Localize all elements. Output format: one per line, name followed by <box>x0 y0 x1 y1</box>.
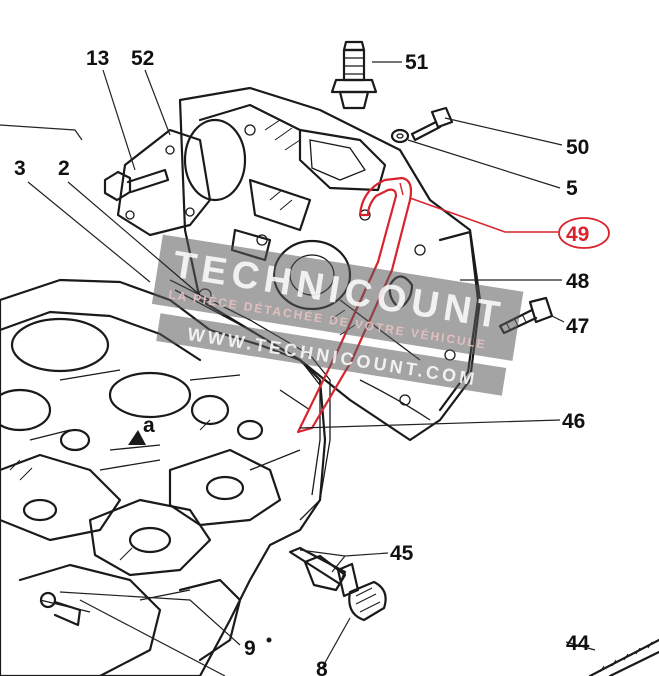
leader-2 <box>67 181 201 296</box>
dipstick-tube-49 <box>296 176 413 434</box>
leader-edge-top <box>0 124 83 141</box>
watermark-url-band <box>156 313 507 396</box>
sensor-45 <box>288 546 360 598</box>
leader-47 <box>551 315 565 323</box>
label-52: 52 <box>131 47 154 70</box>
callout-lines <box>0 61 596 676</box>
label-2: 2 <box>58 157 70 180</box>
label-48: 48 <box>566 270 590 293</box>
label-44: 44 <box>566 632 590 655</box>
screw-50 <box>410 106 454 142</box>
timing-belt-44 <box>588 638 659 676</box>
watermark: TECHNICOUNT LA PIÈCE DÉTACHÉE DE VOTRE V… <box>151 234 524 396</box>
leader-bottom <box>79 599 226 676</box>
label-45: 45 <box>390 542 414 565</box>
cover-plate-52 <box>116 128 212 237</box>
leader-45 <box>299 549 389 573</box>
label-9-dot <box>266 637 272 643</box>
leader-52 <box>144 69 171 136</box>
label-49-circle <box>558 217 610 249</box>
arrow-a-icon <box>128 430 146 445</box>
label-9: 9 <box>244 637 256 660</box>
label-50: 50 <box>566 136 589 159</box>
leader-50 <box>444 117 563 146</box>
label-46: 46 <box>562 410 585 433</box>
leader-9 <box>59 591 241 646</box>
label-5: 5 <box>566 177 578 200</box>
engine-block <box>0 278 327 676</box>
leader-8 <box>321 617 351 669</box>
part-labels: 13 52 51 50 5 3 2 49 48 47 46 45 44 9 8 … <box>14 47 610 676</box>
label-47: 47 <box>566 315 589 338</box>
leader-46 <box>299 419 561 429</box>
leader-3 <box>27 181 151 283</box>
gasket <box>169 279 331 521</box>
label-a: a <box>143 414 155 437</box>
leader-49 <box>409 197 558 233</box>
breather-union-51 <box>330 40 378 110</box>
leader-44 <box>565 641 596 651</box>
leader-13 <box>102 69 136 171</box>
label-3: 3 <box>14 157 26 180</box>
label-13: 13 <box>86 47 109 70</box>
label-8: 8 <box>316 658 328 676</box>
cap-8 <box>348 580 387 622</box>
bolt-13 <box>103 168 170 202</box>
watermark-band <box>151 234 524 361</box>
label-51: 51 <box>405 51 429 74</box>
washer-5 <box>390 128 410 144</box>
leader-5 <box>407 139 561 189</box>
label-49: 49 <box>566 223 589 246</box>
